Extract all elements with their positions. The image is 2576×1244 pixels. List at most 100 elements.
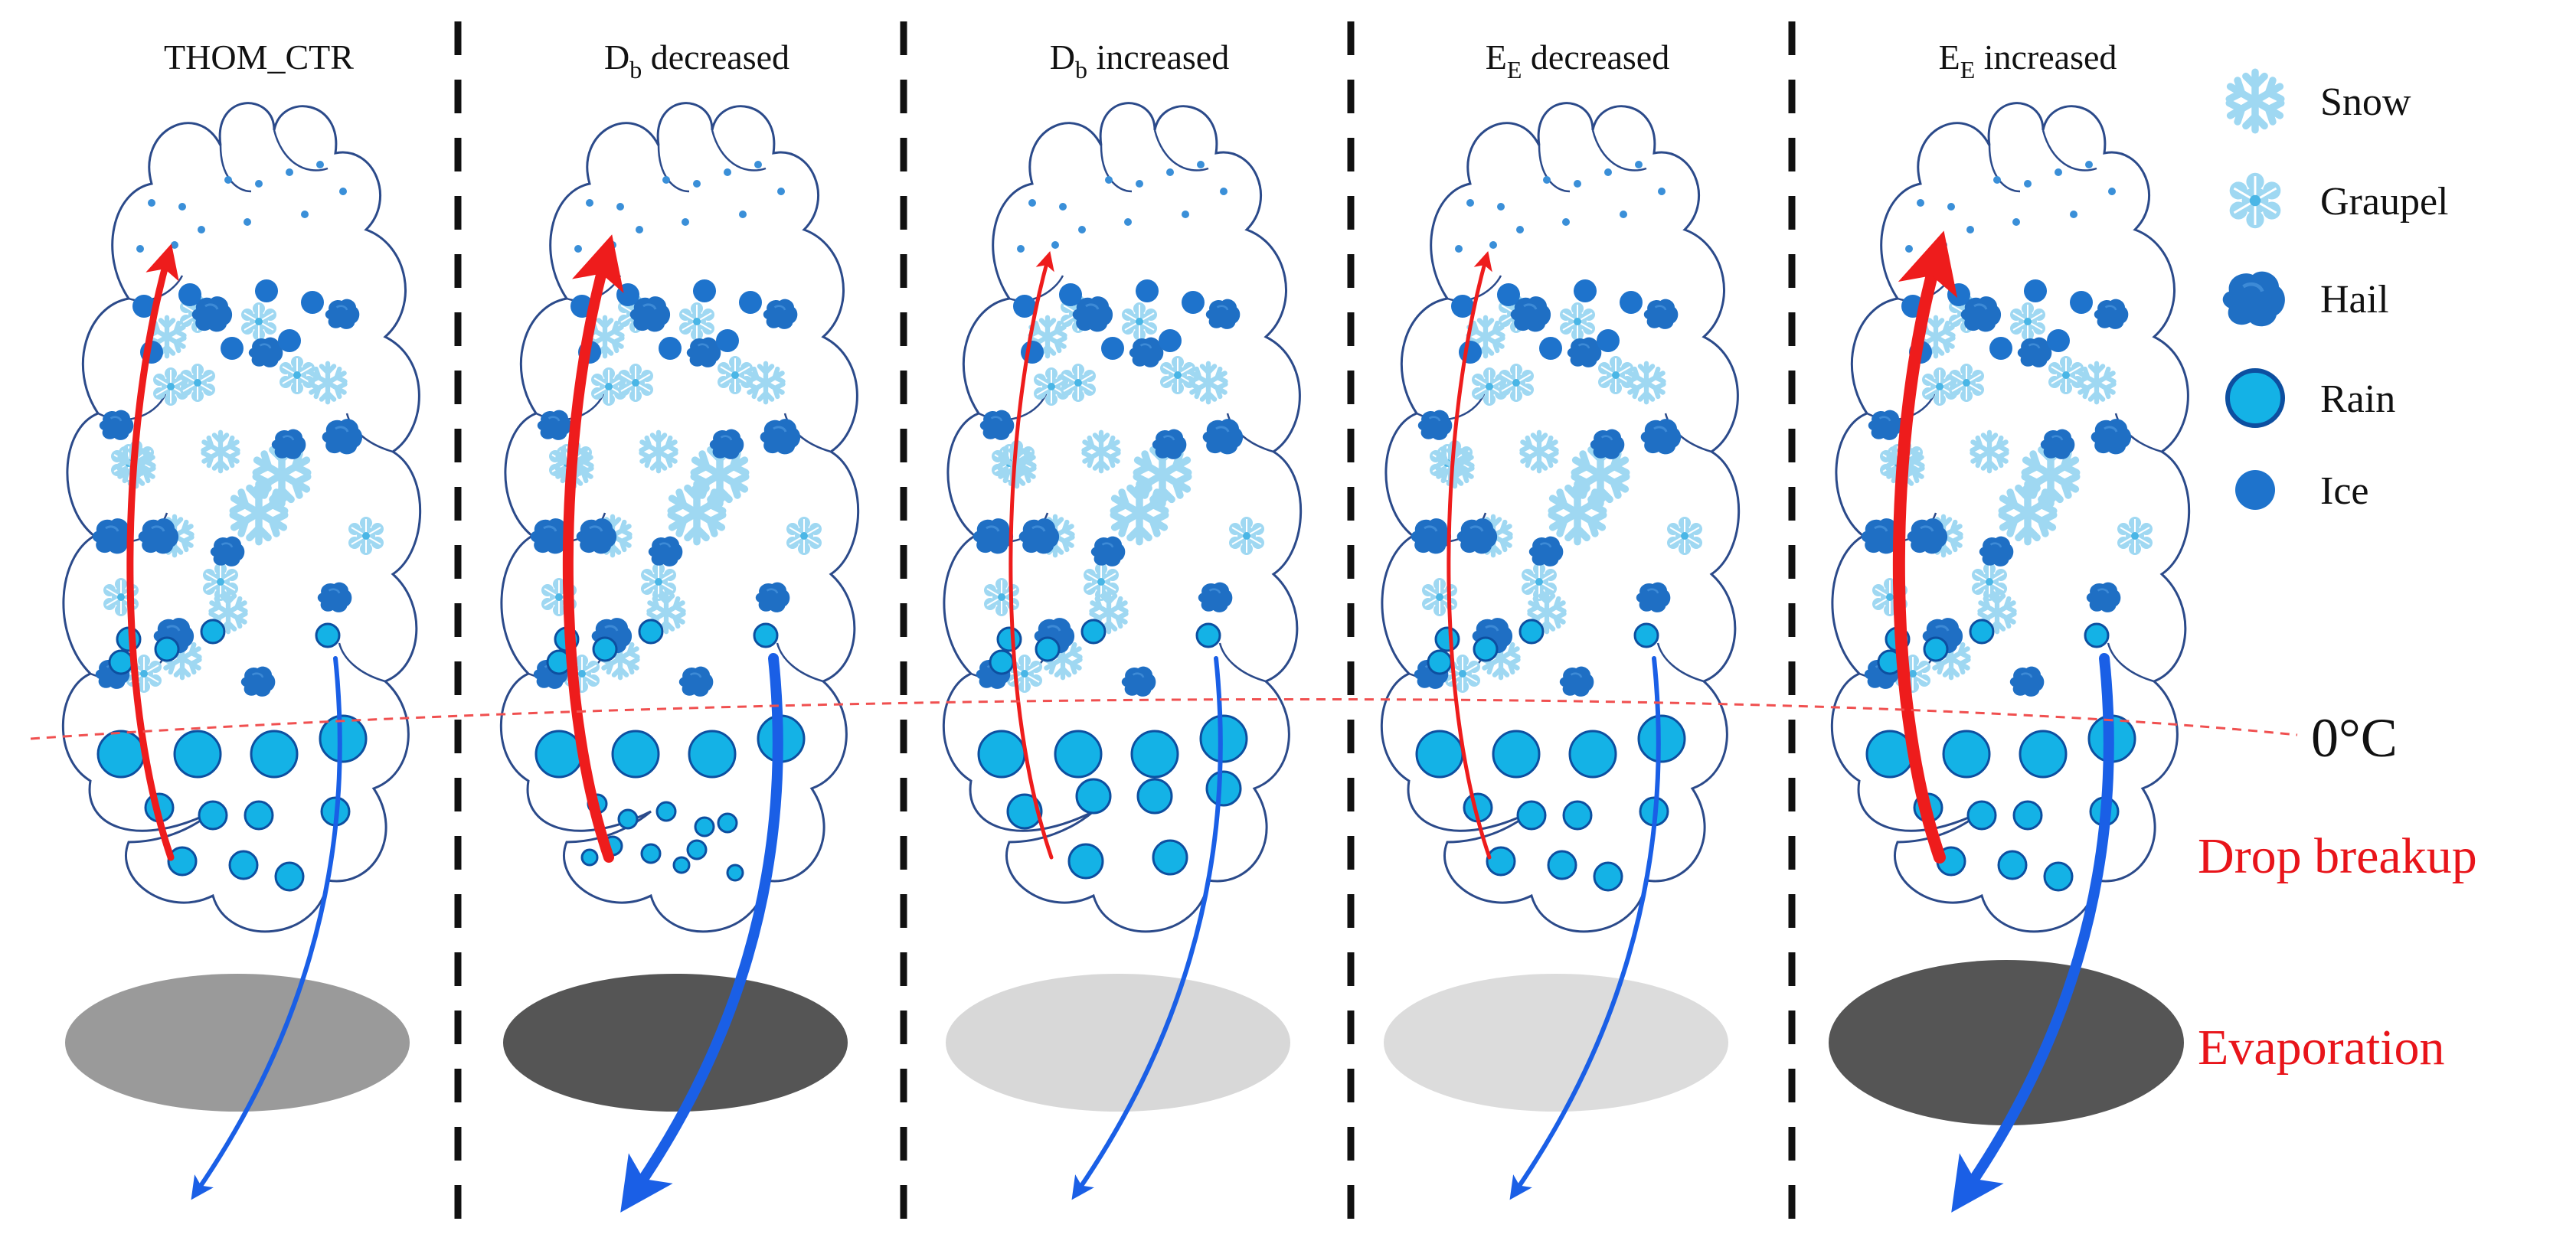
rain-drop: [198, 800, 228, 831]
ice-particle: [1574, 279, 1597, 302]
ice-particle: [1451, 295, 1474, 318]
cloud-lobe: [1153, 129, 1209, 171]
rain-drop: [1205, 770, 1242, 807]
ice-crystal-dot: [1497, 203, 1505, 211]
ice-crystal-dot: [339, 188, 347, 195]
rain-drop: [154, 636, 180, 662]
legend-label-ice: Ice: [2320, 469, 2368, 513]
rain-drop: [1434, 626, 1460, 652]
panel-title-ee_inc: EE increased: [1939, 38, 2117, 83]
ice-crystal-dot: [1917, 199, 1924, 207]
ice-particle: [1947, 283, 1970, 306]
ice-crystal-dot: [2024, 180, 2032, 188]
ice-particle: [1597, 329, 1620, 352]
rain-drop: [996, 626, 1022, 652]
rain-drop: [688, 730, 737, 779]
rain-drop: [989, 649, 1015, 675]
ice-crystal-dot: [1562, 218, 1570, 226]
downdraft-arrow-ctrl: [191, 656, 342, 1200]
rain-drop: [1473, 636, 1499, 662]
cloud-lobe: [1591, 129, 1647, 171]
panel-title-main: D: [604, 38, 629, 77]
panel-title-ctrl: THOM_CTR: [164, 38, 354, 77]
rain-drop: [1633, 622, 1659, 648]
rain-icon: [2225, 368, 2285, 428]
rain-drop: [611, 730, 660, 779]
ice-crystal-dot: [1543, 176, 1551, 184]
ice-crystal-dot: [739, 211, 747, 218]
rain-drop: [580, 848, 599, 867]
cloud-lobe: [338, 642, 386, 683]
panel-title-rest: increased: [1975, 38, 2117, 77]
cloud-lobe: [1218, 642, 1267, 683]
rain-drop: [726, 864, 744, 882]
ice-crystal-dot: [255, 180, 263, 188]
ice-crystal-dot: [1028, 199, 1036, 207]
rain-drop: [1075, 778, 1112, 815]
panel-title-sub: E: [1507, 56, 1522, 83]
ice-icon: [2235, 470, 2275, 510]
rain-drop: [1006, 793, 1043, 830]
rain-drop: [96, 730, 145, 779]
rain-drop: [1966, 800, 1997, 831]
rain-drop: [977, 730, 1026, 779]
rain-drop: [200, 619, 226, 645]
ice-particle: [1136, 279, 1159, 302]
ice-particle: [1101, 337, 1124, 360]
ice-crystal-dot: [609, 241, 616, 249]
downdraft-arrow-db_dec: [620, 653, 783, 1213]
rain-drop: [228, 850, 259, 880]
ice-crystal-dot: [586, 199, 593, 207]
rain-drop: [1923, 636, 1949, 662]
downdraft-arrow-ee_inc: [1951, 653, 2114, 1213]
rain-drop: [1130, 730, 1179, 779]
hail-icon: [2223, 272, 2285, 327]
ice-crystal-dot: [1604, 168, 1612, 176]
updraft-arrow-ee_dec: [1447, 250, 1492, 860]
ice-crystal-dot: [1635, 161, 1643, 168]
precip-shadow-ee_dec: [1384, 974, 1728, 1112]
ice-crystal-dot: [316, 161, 324, 168]
panel-title-rest: increased: [1087, 38, 1229, 77]
precip-shadow-db_dec: [503, 974, 848, 1112]
legend-item-rain: Rain: [2225, 368, 2395, 428]
ice-crystal-dot: [1455, 245, 1463, 253]
rain-drop: [1152, 839, 1188, 876]
ice-crystal-dot: [1993, 176, 2001, 184]
cloud-lobe: [2042, 129, 2097, 171]
ice-crystal-dot: [244, 218, 251, 226]
panel-ee_dec: [1380, 102, 1741, 1200]
rain-drop: [1593, 861, 1623, 892]
rain-drop: [2019, 730, 2068, 779]
rain-drop: [1516, 800, 1547, 831]
rain-drop: [686, 839, 708, 860]
downdraft-arrow-ee_dec: [1509, 656, 1661, 1200]
ice-crystal-dot: [1059, 203, 1067, 211]
panel-db_dec: [499, 102, 860, 1213]
ice-particle: [659, 337, 682, 360]
updraft-arrow-ctrl: [126, 243, 179, 861]
updraft-arrow-db_inc: [1008, 250, 1054, 860]
ice-crystal-dot: [1166, 168, 1174, 176]
ice-crystal-dot: [724, 168, 731, 176]
ice-crystal-dot: [1197, 161, 1205, 168]
ice-particle: [301, 291, 324, 314]
rain-drop: [1562, 800, 1593, 831]
ice-crystal-dot: [1124, 218, 1132, 226]
ice-particle: [616, 283, 639, 306]
ice-crystal-dot: [1078, 226, 1086, 233]
legend-item-ice: Ice: [2235, 469, 2368, 513]
ice-crystal-dot: [636, 226, 643, 233]
rain-drop: [1486, 846, 1516, 877]
legend-item-hail: Hail: [2223, 272, 2389, 327]
ice-crystal-dot: [1947, 203, 1955, 211]
ice-crystal-dot: [616, 203, 624, 211]
rain-drop: [173, 730, 222, 779]
ice-particle: [693, 279, 716, 302]
legend-item-graupel: Graupel: [2228, 171, 2448, 230]
rain-drop: [1637, 714, 1686, 763]
cloud-lobe: [711, 129, 767, 171]
ice-crystal-dot: [2108, 188, 2116, 195]
